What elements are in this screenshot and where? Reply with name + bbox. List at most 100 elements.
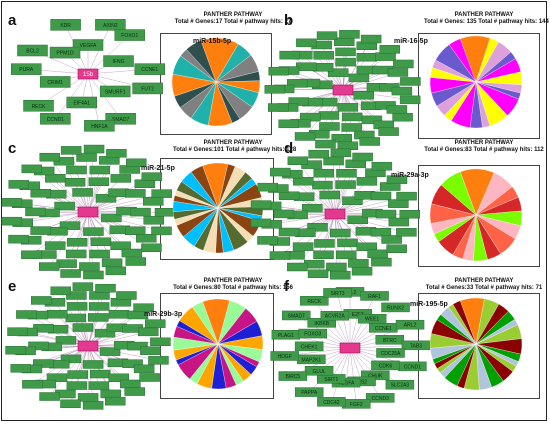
- gene-node-label: MAP2K1: [301, 357, 321, 363]
- gene-node: [127, 341, 148, 351]
- panel-letter-a: a: [8, 12, 17, 29]
- gene-node-label: SLC2A3: [391, 383, 410, 389]
- pie-slice: [190, 165, 219, 209]
- gene-node: [30, 188, 52, 198]
- gene-node: [122, 359, 143, 368]
- gene-node-label: CHEK1: [301, 344, 318, 350]
- gene-node-label: CHUK: [368, 373, 383, 379]
- gene-node: [60, 269, 81, 278]
- gene-node-label: HNF1A: [91, 124, 108, 130]
- gene-node: [79, 262, 100, 271]
- gene-node: [312, 180, 333, 190]
- gene-node-label: ACVR2A: [325, 314, 346, 320]
- gene-node: [273, 209, 295, 219]
- gene-node: [8, 180, 30, 189]
- gene-node: [335, 180, 356, 189]
- gene-node: [76, 153, 97, 162]
- gene-node: [83, 144, 105, 154]
- gene-node: [46, 373, 68, 382]
- gene-node: [371, 257, 392, 267]
- total-pathway-hits: Total # pathway hits: 156: [222, 285, 293, 291]
- gene-node: [367, 249, 388, 259]
- gene-node: [67, 370, 89, 379]
- gene-node-label: GLUL: [313, 369, 326, 375]
- gene-node: [120, 379, 141, 389]
- gene-node-label: PLAG1: [278, 333, 294, 339]
- gene-node: [40, 113, 71, 125]
- gene-node: [50, 286, 71, 296]
- gene-node: [278, 191, 300, 201]
- network-edge: [334, 315, 351, 349]
- gene-node: [293, 176, 314, 186]
- mirna-hub-node: [77, 206, 99, 218]
- panel-letter-c: c: [8, 140, 17, 157]
- gene-node: [360, 291, 389, 301]
- gene-node: [7, 327, 28, 336]
- gene-node: [87, 313, 109, 322]
- gene-node-label: RUNX2: [387, 305, 404, 311]
- gene-node: [257, 182, 278, 192]
- pathway-pie-d: [429, 168, 523, 262]
- gene-node: [316, 31, 338, 40]
- pathway-title: PANTHER PATHWAY: [454, 12, 514, 18]
- network-edge: [20, 345, 89, 369]
- gene-node: [94, 328, 116, 338]
- gene-node: [250, 218, 272, 228]
- gene-node: [330, 228, 351, 238]
- gene-node: [66, 238, 88, 247]
- gene-node: [95, 19, 126, 31]
- gene-node: [264, 85, 286, 94]
- network-edge: [349, 313, 358, 349]
- gene-network-e: [5, 282, 171, 410]
- gene-node: [313, 51, 334, 60]
- gene-node: [38, 262, 60, 271]
- gene-node: [72, 39, 104, 51]
- network-edge: [267, 213, 336, 241]
- gene-node: [88, 302, 110, 311]
- gene-node: [319, 122, 340, 131]
- mirna-label: miR-21-5p: [141, 165, 175, 172]
- gene-node-label: CDC42: [323, 400, 340, 406]
- gene-node: [11, 63, 42, 75]
- pathway-title: PANTHER PATHWAY: [203, 278, 263, 284]
- gene-node: [370, 227, 392, 237]
- gene-node: [315, 139, 336, 149]
- total-genes: Total # Genes:101: [173, 147, 224, 153]
- gene-node: [360, 34, 382, 44]
- network-edge: [349, 347, 357, 404]
- gene-node: [336, 169, 357, 178]
- gene-node-label: CDC25A: [381, 351, 401, 357]
- gene-node: [151, 226, 172, 236]
- gene-node: [371, 161, 393, 171]
- gene-node: [101, 258, 123, 268]
- gene-node: [101, 213, 122, 223]
- gene-node-label: CCNE1: [375, 326, 392, 332]
- gene-node: [279, 50, 300, 60]
- gene-node: [154, 208, 176, 217]
- gene-node: [348, 73, 370, 83]
- gene-node: [105, 266, 127, 276]
- gene-node: [278, 371, 308, 381]
- gene-node: [8, 234, 29, 244]
- gene-node: [82, 401, 104, 410]
- gene-node: [139, 373, 160, 382]
- gene-node: [65, 249, 87, 259]
- gene-node: [323, 288, 352, 298]
- gene-node: [353, 91, 374, 100]
- network-edge: [22, 211, 89, 223]
- gene-node: [269, 251, 291, 260]
- gene-node: [250, 200, 272, 209]
- gene-node-label: RECK: [32, 104, 47, 110]
- pie-slice: [449, 38, 477, 83]
- total-pathway-hits: Total # pathway hits: 112: [473, 147, 544, 153]
- gene-node: [33, 359, 54, 368]
- gene-node: [60, 146, 82, 155]
- pathway-pie-f: [429, 297, 523, 391]
- gene-node: [124, 387, 145, 396]
- mirna-hub-node: [77, 68, 99, 80]
- gene-node-label: IKBKB: [314, 321, 329, 327]
- gene-node: [95, 194, 117, 203]
- gene-node-label: CRIM1: [47, 80, 63, 86]
